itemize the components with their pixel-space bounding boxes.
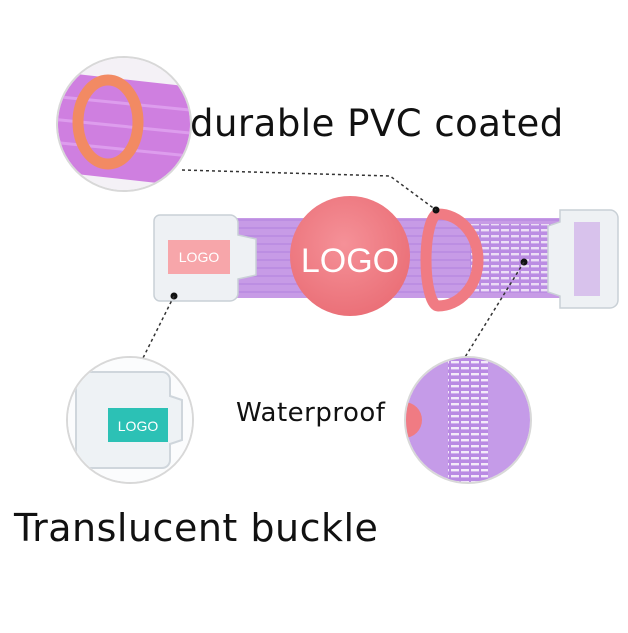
collar-stitching — [470, 224, 558, 292]
feature-label-buckle: Translucent buckle — [14, 506, 379, 550]
feature-label-waterproof: Waterproof — [236, 398, 386, 428]
detail-inset-buckle — [66, 356, 194, 484]
tag-logo-text: LOGO — [301, 242, 399, 280]
leader-line-buckle — [141, 295, 175, 361]
leader-line-pvc — [181, 169, 437, 211]
feature-label-pvc: durable PVC coated — [190, 102, 564, 145]
inset-logo-text: LOGO — [118, 418, 159, 434]
buckle-logo-text: LOGO — [179, 249, 220, 265]
buckle-right — [547, 209, 619, 309]
detail-inset-pvc — [56, 56, 192, 192]
d-ring — [420, 208, 484, 312]
logo-tag — [290, 196, 410, 316]
detail-inset-stitching — [404, 356, 532, 484]
buckle-left — [153, 214, 257, 302]
leader-line-waterproof — [461, 261, 525, 363]
